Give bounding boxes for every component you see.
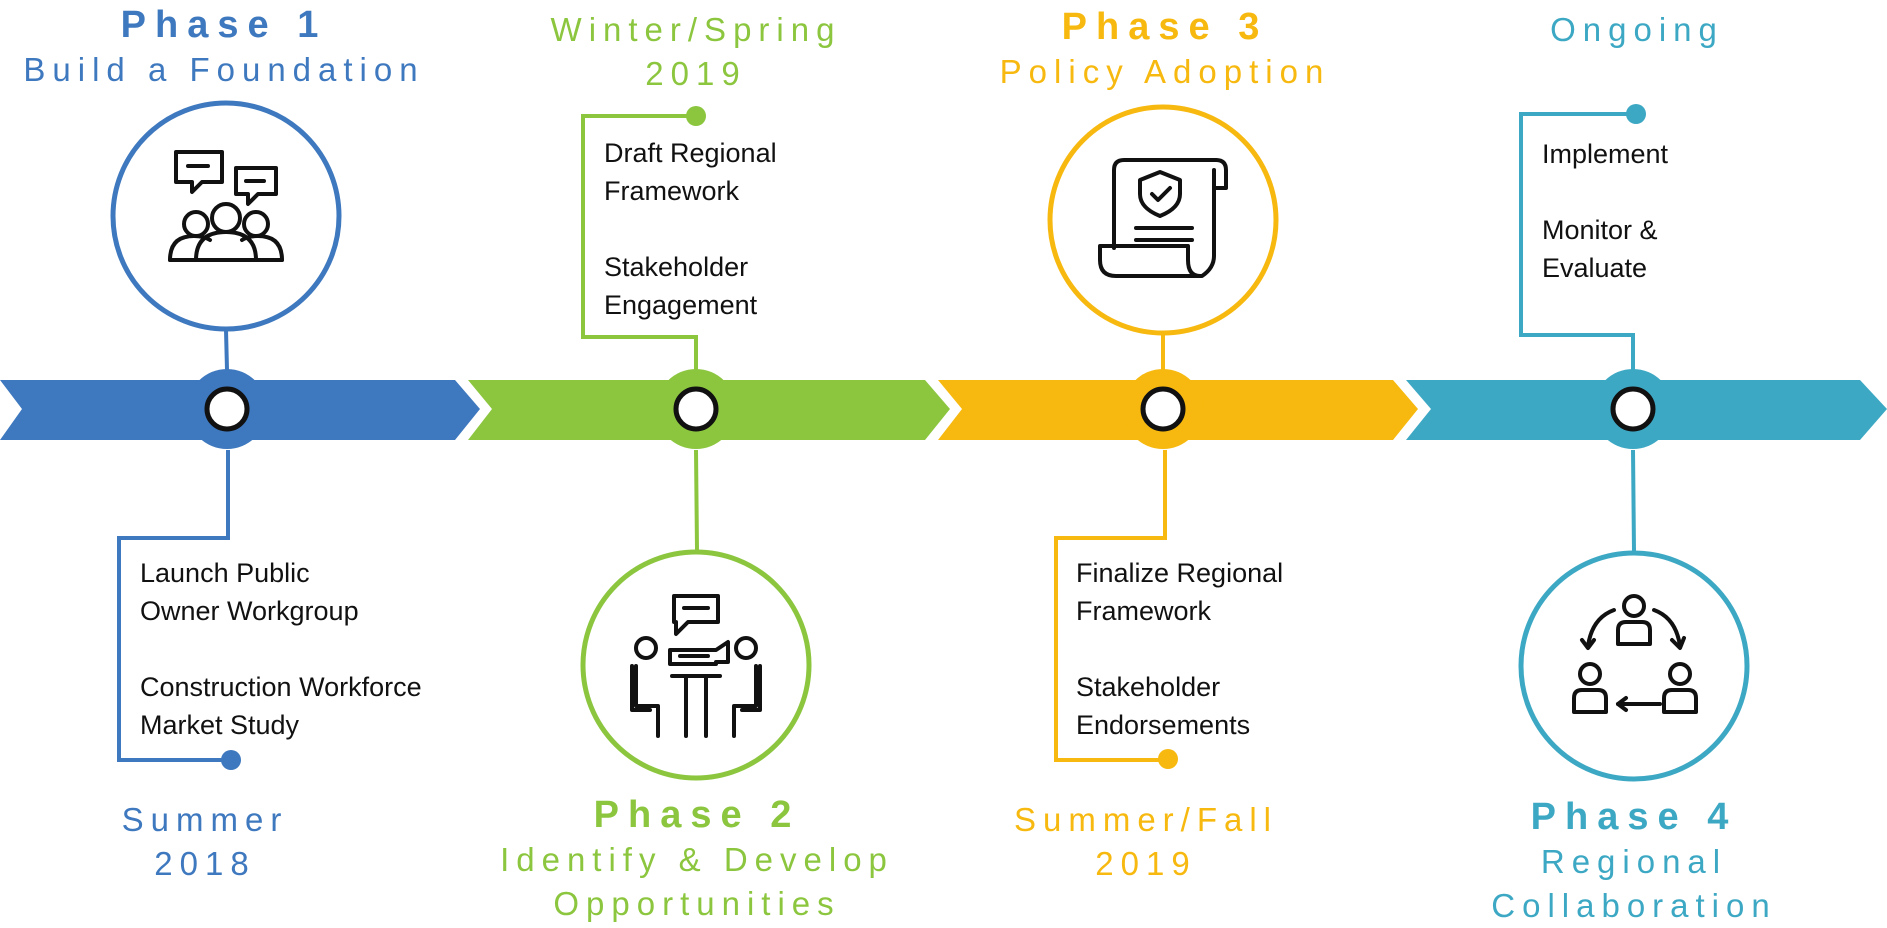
- phase4-items: Implement Monitor & Evaluate: [1542, 135, 1668, 287]
- node-marker-phase3: [1140, 386, 1186, 432]
- policy-document-icon: [1098, 158, 1228, 278]
- connector-phase2-top: [581, 114, 698, 370]
- phase1-label: Phase 1: [120, 4, 328, 46]
- icon-circle-phase4: [1518, 550, 1750, 782]
- phase3-label: Phase 3: [1061, 6, 1269, 48]
- phase1-period: Summer 2018: [85, 798, 325, 886]
- phase4-period: Ongoing: [1522, 8, 1752, 52]
- connector-phase4-top: [1519, 112, 1636, 370]
- phase4-name-line1: Regional: [1540, 843, 1728, 880]
- phase1-title: Phase 1 Build a Foundation: [0, 2, 448, 92]
- endpoint-dot-phase2: [686, 106, 706, 126]
- phase3-period-line2: 2019: [1095, 845, 1197, 882]
- phase1-period-line2: 2018: [154, 845, 256, 882]
- node-marker-phase1: [204, 386, 250, 432]
- phase2-label: Phase 2: [593, 794, 801, 836]
- connector-phase1-top: [224, 329, 229, 371]
- phase3-title: Phase 3 Policy Adoption: [970, 4, 1360, 94]
- phase4-label: Phase 4: [1530, 796, 1738, 838]
- connector-phase1-bottom: [117, 450, 230, 762]
- phase2-period-line2: 2019: [645, 55, 747, 92]
- phase2-name-line2: Opportunities: [553, 885, 841, 922]
- endpoint-dot-phase4: [1626, 104, 1646, 124]
- phase3-period: Summer/Fall 2019: [990, 798, 1302, 886]
- connector-phase4-bottom: [1631, 449, 1636, 553]
- phase2-period: Winter/Spring 2019: [520, 8, 872, 96]
- list-item: Construction Workforce Market Study: [140, 672, 422, 740]
- node-marker-phase4: [1610, 386, 1656, 432]
- list-item: Stakeholder Endorsements: [1076, 672, 1251, 740]
- phase1-period-line1: Summer: [121, 801, 289, 838]
- phase3-period-line1: Summer/Fall: [1013, 801, 1279, 838]
- list-item: Launch Public Owner Workgroup: [140, 558, 359, 626]
- list-item: Finalize Regional Framework: [1076, 558, 1284, 626]
- meeting-table-icon: [630, 594, 762, 738]
- list-item: Stakeholder Engagement: [604, 252, 758, 320]
- icon-circle-phase3: [1047, 104, 1279, 336]
- phase2-items: Draft Regional Framework Stakeholder Eng…: [604, 134, 777, 324]
- phase2-period-line1: Winter/Spring: [550, 11, 842, 48]
- phase2-name-line1: Identify & Develop: [500, 841, 894, 878]
- list-item: Monitor & Evaluate: [1542, 215, 1658, 283]
- icon-circle-phase1: [110, 100, 342, 332]
- connector-phase2-bottom: [694, 449, 699, 551]
- list-item: Draft Regional Framework: [604, 138, 777, 206]
- phase3-name: Policy Adoption: [999, 53, 1331, 90]
- list-item: Implement: [1542, 139, 1669, 169]
- phase4-period-line1: Ongoing: [1550, 11, 1724, 48]
- cycle-collaboration-icon: [1572, 594, 1698, 714]
- endpoint-dot-phase1: [221, 750, 241, 770]
- people-discussion-icon: [168, 150, 284, 262]
- phase4-name-line2: Collaboration: [1491, 887, 1777, 924]
- phase1-items: Launch Public Owner Workgroup Constructi…: [140, 554, 422, 744]
- phase2-title: Phase 2 Identify & Develop Opportunities: [460, 792, 934, 926]
- node-marker-phase2: [673, 386, 719, 432]
- phase3-items: Finalize Regional Framework Stakeholder …: [1076, 554, 1283, 744]
- phase1-name: Build a Foundation: [23, 51, 425, 88]
- endpoint-dot-phase3: [1158, 749, 1178, 769]
- connector-phase3-bottom: [1054, 450, 1167, 762]
- phase4-title: Phase 4 Regional Collaboration: [1460, 794, 1808, 928]
